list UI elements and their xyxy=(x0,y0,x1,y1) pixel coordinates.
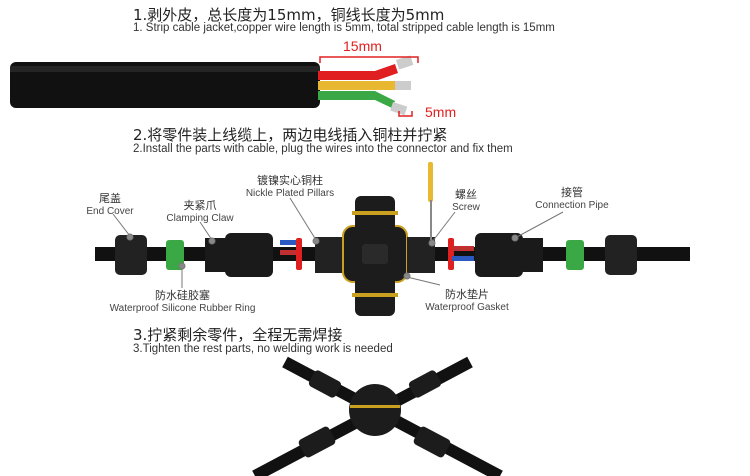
step2-title-en: 2.Install the parts with cable, plug the… xyxy=(133,143,513,155)
step3-title-en: 3.Tighten the rest parts, no welding wor… xyxy=(133,343,393,355)
step3-title-cn: 3.拧紧剩余零件，全程无需焊接 xyxy=(133,326,343,344)
dimension-total-length: 15mm xyxy=(343,38,382,54)
label-screw: 螺丝 Screw xyxy=(452,188,480,213)
finished-connector-illustration xyxy=(252,356,503,476)
exploded-assembly-illustration xyxy=(95,162,690,316)
label-waterproof-gasket: 防水垫片 Waterproof Gasket xyxy=(425,288,509,313)
stripped-cable-illustration xyxy=(10,55,419,117)
label-connection-pipe: 接管 Connection Pipe xyxy=(535,186,609,211)
step1-title-cn: 1.剥外皮，总长度为15mm，铜线长度为5mm xyxy=(133,6,445,24)
label-end-cover: 尾盖 End Cover xyxy=(86,192,134,217)
label-waterproof-rubber-ring: 防水硅胶塞 Waterproof Silicone Rubber Ring xyxy=(109,289,256,314)
step2-title-cn: 2.将零件装上线缆上，两边电线插入铜柱并拧紧 xyxy=(133,126,448,144)
dimension-copper-length: 5mm xyxy=(425,104,457,120)
label-nickle-plated-pillars: 镀镍实心铜柱 Nickle Plated Pillars xyxy=(245,174,335,199)
label-clamping-claw: 夹紧爪 Clamping Claw xyxy=(166,199,234,224)
step1-title-en: 1. Strip cable jacket,copper wire length… xyxy=(133,22,555,34)
